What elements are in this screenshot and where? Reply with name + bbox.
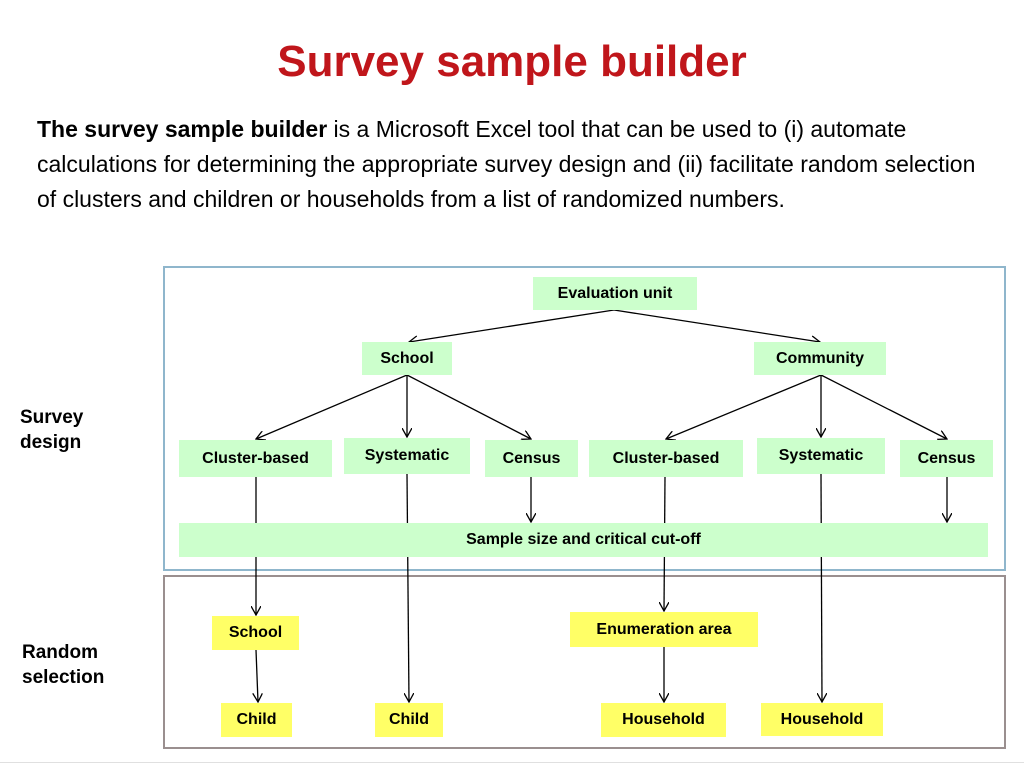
node-enumeration-area: Enumeration area [570,612,758,647]
arrow-eval-to-school [409,309,615,342]
node-systematic-community: Systematic [757,438,885,474]
node-child-cluster: Child [221,703,292,737]
footer-divider [0,762,1024,763]
node-census-school: Census [485,440,578,477]
arrow-school-to-child [256,649,258,702]
random-selection-label-line1: Random [22,642,98,663]
intro-paragraph: The survey sample builder is a Microsoft… [37,112,997,217]
survey-design-label: Survey design [20,405,83,455]
node-census-community: Census [900,440,993,477]
arrow-eval-to-community [613,309,820,342]
arrow-systematic2-to-household [821,473,822,702]
arrow-systematic1-to-child [407,473,409,702]
arrow-community-to-census [820,374,947,439]
intro-bold: The survey sample builder [37,116,328,142]
node-school: School [362,342,452,375]
node-household-systematic: Household [761,703,883,736]
survey-design-label-line1: Survey [20,407,84,428]
node-sample-size: Sample size and critical cut-off [179,523,988,557]
page-title: Survey sample builder [277,37,747,86]
node-evaluation-unit: Evaluation unit [533,277,697,310]
arrow-community-to-cluster [666,374,822,439]
node-cluster-based-school: Cluster-based [179,440,332,477]
survey-design-label-line2: design [20,432,82,453]
random-selection-label-line2: selection [22,667,105,688]
node-household-cluster: Household [601,703,726,737]
intro-text: is a Microsoft Excel tool that can be us… [37,116,976,212]
node-systematic-school: Systematic [344,438,470,474]
arrow-school-to-census [406,374,531,439]
node-child-systematic: Child [375,703,443,737]
random-selection-panel [163,575,1006,749]
arrow-school-to-cluster [256,374,408,439]
node-school-selection: School [212,616,299,650]
node-cluster-based-community: Cluster-based [589,440,743,477]
survey-design-panel [163,266,1006,571]
random-selection-label: Random selection [22,640,104,690]
node-community: Community [754,342,886,375]
